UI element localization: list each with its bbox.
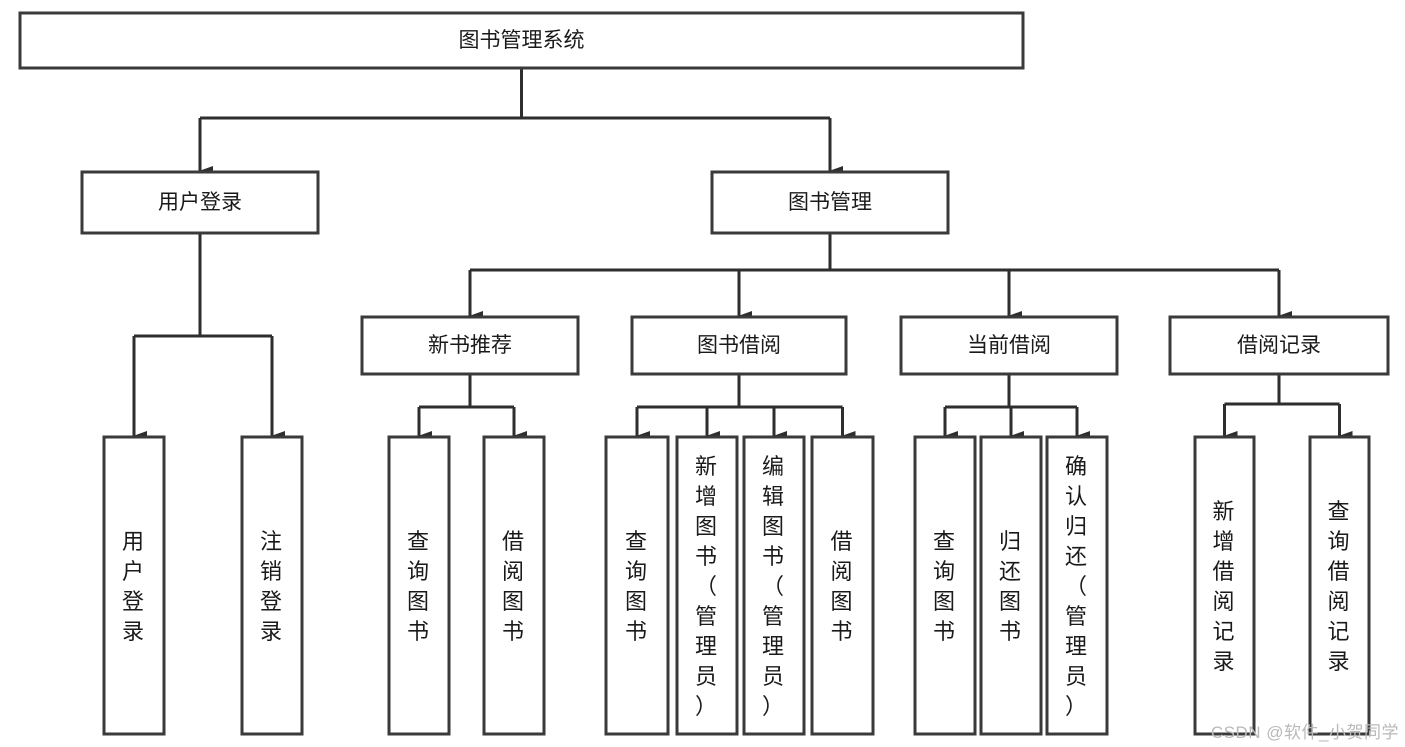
node-box — [102, 435, 166, 736]
node-box — [18, 11, 1025, 70]
node-label: 注销登录 — [260, 529, 284, 644]
node-layer: 图书管理系统用户登录图书管理新书推荐图书借阅当前借阅借阅记录用户登录注销登录查询… — [18, 11, 1390, 736]
connector-group-user-login — [132, 233, 285, 441]
node-box — [913, 435, 977, 736]
node-label: 新增借阅记录 — [1212, 499, 1236, 674]
node-box — [1193, 435, 1256, 736]
node-label: 图书借阅 — [697, 334, 781, 357]
node-box — [810, 435, 875, 736]
watermark-text: CSDN @软件_小贺同学 — [1210, 723, 1399, 742]
node-label: 新增图书（管理员） — [695, 454, 719, 719]
node-label: 借阅图书 — [502, 529, 526, 644]
node-label: 查询图书 — [407, 529, 431, 644]
node-root[interactable]: 图书管理系统 — [18, 11, 1025, 70]
node-label: 图书管理系统 — [459, 29, 585, 52]
node-leaf-add-book-admin[interactable]: 新增图书（管理员） — [675, 435, 739, 736]
node-label: 查询图书 — [625, 529, 649, 644]
node-leaf-query-book-borrow[interactable]: 查询图书 — [604, 435, 670, 736]
node-leaf-user-logout[interactable]: 注销登录 — [240, 435, 304, 736]
node-label: 用户登录 — [158, 191, 242, 214]
node-box — [630, 315, 848, 376]
connector-group-new-book-recommend — [417, 374, 527, 441]
node-leaf-query-book-recommend[interactable]: 查询图书 — [387, 435, 451, 736]
node-borrow-record[interactable]: 借阅记录 — [1168, 315, 1390, 376]
node-user-login[interactable]: 用户登录 — [80, 170, 320, 235]
node-label: 查询图书 — [933, 529, 957, 644]
node-box — [675, 435, 739, 736]
node-label: 用户登录 — [122, 529, 146, 644]
node-label: 借阅图书 — [830, 529, 854, 644]
node-box — [979, 435, 1043, 736]
node-label: 新书推荐 — [428, 334, 512, 357]
node-box — [80, 170, 320, 235]
node-box — [899, 315, 1119, 376]
node-leaf-confirm-return-admin[interactable]: 确认归还（管理员） — [1045, 435, 1109, 736]
node-box — [1045, 435, 1109, 736]
node-label: 借阅记录 — [1237, 334, 1321, 357]
node-leaf-borrow-book[interactable]: 借阅图书 — [810, 435, 875, 736]
node-label: 编辑图书（管理员） — [762, 454, 786, 719]
node-leaf-borrow-book-recommend[interactable]: 借阅图书 — [482, 435, 546, 736]
connector-group-book-management — [468, 233, 1292, 321]
node-leaf-query-book-current[interactable]: 查询图书 — [913, 435, 977, 736]
connector-group-book-borrow — [635, 374, 856, 441]
node-leaf-user-login[interactable]: 用户登录 — [102, 435, 166, 736]
node-label: 当前借阅 — [967, 334, 1051, 357]
node-leaf-add-borrow-record[interactable]: 新增借阅记录 — [1193, 435, 1256, 736]
node-new-book-recommend[interactable]: 新书推荐 — [360, 315, 580, 376]
node-box — [360, 315, 580, 376]
node-box — [604, 435, 670, 736]
node-box — [1308, 435, 1371, 736]
node-label: 图书管理 — [788, 191, 872, 214]
node-label: 确认归还（管理员） — [1065, 454, 1089, 719]
connector-group-current-borrow — [943, 374, 1090, 441]
node-box — [482, 435, 546, 736]
node-box — [710, 170, 950, 235]
node-label: 归还图书 — [999, 529, 1023, 644]
node-leaf-edit-book-admin[interactable]: 编辑图书（管理员） — [742, 435, 806, 736]
connector-layer — [132, 68, 1353, 441]
connector-group-borrow-record — [1223, 374, 1353, 441]
node-box — [742, 435, 806, 736]
node-leaf-return-book[interactable]: 归还图书 — [979, 435, 1043, 736]
node-box — [387, 435, 451, 736]
node-book-management[interactable]: 图书管理 — [710, 170, 950, 235]
connector-group-root — [198, 68, 843, 176]
node-box — [240, 435, 304, 736]
node-book-borrow[interactable]: 图书借阅 — [630, 315, 848, 376]
node-label: 查询借阅记录 — [1327, 499, 1351, 674]
node-box — [1168, 315, 1390, 376]
node-leaf-query-borrow-record[interactable]: 查询借阅记录 — [1308, 435, 1371, 736]
node-current-borrow[interactable]: 当前借阅 — [899, 315, 1119, 376]
